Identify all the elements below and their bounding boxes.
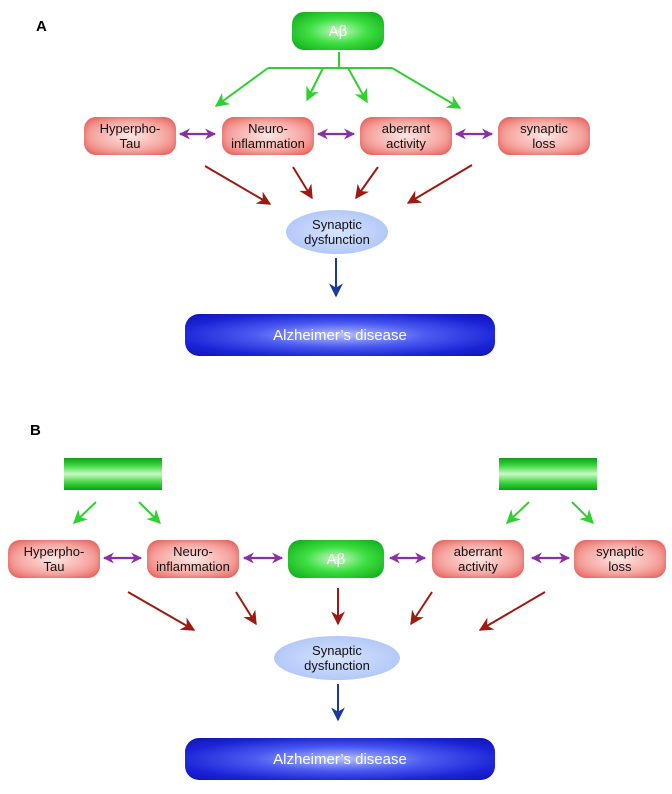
arrow-b-aberrant-to-synaptic [410, 591, 433, 626]
aberrant-activity-label: aberrant activity [453, 544, 503, 574]
panel-b-label: B [30, 422, 41, 439]
arrow-b-tau-to-synaptic [127, 591, 196, 631]
arrow-left-bar-to-neuro [138, 501, 161, 524]
arrow-abeta-to-aberrant-activity [347, 67, 368, 104]
panel-b-aberrant-activity-node: aberrant activity [432, 540, 524, 578]
alzheimers-label: Alzheimer’s disease [273, 750, 407, 768]
arrow-tau-to-synaptic [204, 165, 272, 205]
arrow-right-bar-to-loss [571, 501, 594, 524]
panel-a-red-arrows [204, 164, 473, 205]
synaptic-dysfunction-label: Synaptic dysfunction [304, 643, 370, 673]
panel-a-abeta-node: Aβ [292, 12, 384, 50]
hyperpho-tau-label: Hyperpho- Tau [23, 544, 85, 574]
abeta-label: Aβ [328, 22, 348, 40]
panel-b-neuroinflammation-node: Neuro- inflammation [147, 540, 239, 578]
arrow-loss-to-synaptic [406, 164, 473, 204]
panel-b-synaptic-dysfunction-node: Synaptic dysfunction [274, 636, 400, 680]
arrow-neuro-to-synaptic [292, 166, 313, 200]
panel-b-hyperpho-tau-node: Hyperpho- Tau [8, 540, 100, 578]
arrow-left-bar-to-tau [72, 501, 97, 524]
panel-b-red-arrows [127, 588, 546, 631]
synaptic-dysfunction-label: Synaptic dysfunction [304, 217, 370, 247]
arrow-abeta-to-synaptic-loss [391, 67, 462, 109]
panel-a-neuroinflammation-node: Neuro- inflammation [222, 117, 314, 155]
aberrant-activity-label: aberrant activity [381, 121, 431, 151]
panel-b-abeta-node: Aβ [288, 540, 384, 578]
alzheimers-label: Alzheimer’s disease [273, 326, 407, 344]
panel-a-synaptic-loss-node: synaptic loss [498, 117, 590, 155]
arrow-b-loss-to-synaptic [478, 591, 546, 631]
panel-b-synaptic-loss-node: synaptic loss [574, 540, 666, 578]
panel-a-aberrant-activity-node: aberrant activity [360, 117, 452, 155]
arrow-abeta-to-hyperpho-tau [214, 67, 269, 107]
panel-b-right-green-bar [499, 458, 597, 490]
synaptic-loss-label: synaptic loss [520, 121, 568, 151]
neuroinflammation-label: Neuro- inflammation [231, 121, 305, 151]
panel-b-left-green-bar [64, 458, 162, 490]
panel-a-label: A [36, 18, 47, 35]
panel-a-hyperpho-tau-node: Hyperpho- Tau [84, 117, 176, 155]
synaptic-loss-label: synaptic loss [596, 544, 644, 574]
panel-a-alzheimers-node: Alzheimer’s disease [185, 314, 495, 356]
panel-a-abeta-connectors [214, 52, 462, 109]
panel-a-synaptic-dysfunction-node: Synaptic dysfunction [286, 210, 388, 254]
hyperpho-tau-label: Hyperpho- Tau [99, 121, 161, 151]
abeta-label: Aβ [326, 550, 346, 568]
panel-b-green-arrows [72, 501, 594, 524]
panel-b-alzheimers-node: Alzheimer’s disease [185, 738, 495, 780]
arrow-aberrant-to-synaptic [355, 166, 379, 200]
neuroinflammation-label: Neuro- inflammation [156, 544, 230, 574]
arrow-right-bar-to-aberrant [505, 501, 530, 524]
arrow-b-neuro-to-synaptic [235, 591, 257, 626]
arrow-abeta-to-neuroinflammation [306, 67, 324, 102]
